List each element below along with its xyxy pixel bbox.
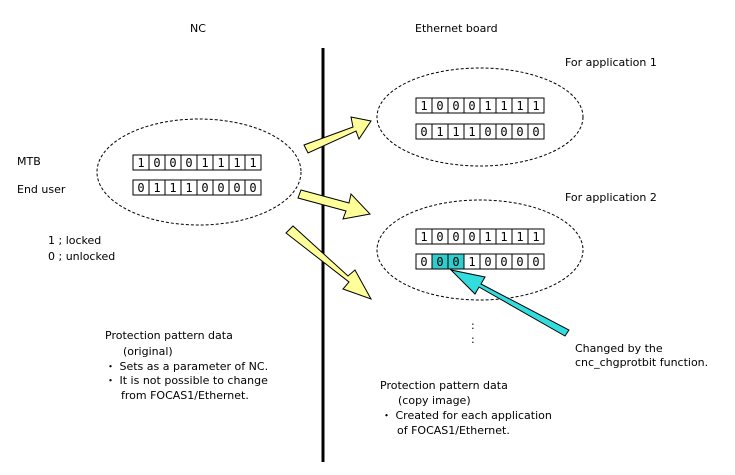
bit-value: 0 — [468, 99, 475, 113]
legend-unlocked: 0 ; unlocked — [48, 250, 115, 263]
bit-value: 1 — [468, 255, 475, 269]
nc-ellipse — [96, 118, 302, 226]
bit-value: 1 — [420, 99, 427, 113]
continuation-dots-2: : — [471, 333, 475, 346]
bit-value: 0 — [436, 255, 443, 269]
eth-note-line-1: Protection pattern data — [380, 379, 508, 392]
bit-cell — [527, 253, 545, 270]
bit-value: 1 — [532, 230, 539, 244]
bit-value: 0 — [436, 99, 443, 113]
bit-cell — [244, 154, 262, 171]
bit-value: 1 — [484, 230, 491, 244]
bit-cell — [527, 97, 545, 114]
bit-value: 0 — [420, 255, 427, 269]
nc-note-line-2: (original) — [123, 345, 173, 358]
bit-value: 0 — [185, 156, 192, 170]
bit-value: 1 — [500, 99, 507, 113]
bit-value: 0 — [169, 156, 176, 170]
bit-value: 1 — [185, 181, 192, 195]
bit-value: 1 — [137, 156, 144, 170]
bit-value: 1 — [420, 230, 427, 244]
bit-value: 0 — [420, 125, 427, 139]
end-user-label: End user — [17, 183, 66, 196]
bit-value: 0 — [153, 156, 160, 170]
bit-value: 0 — [137, 181, 144, 195]
nc-note-line-1: Protection pattern data — [105, 329, 233, 342]
bit-value: 0 — [452, 99, 459, 113]
bit-value: 1 — [452, 125, 459, 139]
eth-note-line-4: of FOCAS1/Ethernet. — [397, 424, 510, 437]
bit-value: 0 — [436, 230, 443, 244]
bit-value: 0 — [452, 255, 459, 269]
app1-label: For application 1 — [565, 56, 657, 69]
bit-value: 1 — [436, 125, 443, 139]
ethernet-board-header: Ethernet board — [415, 22, 498, 35]
nc-note-line-3: ・ Sets as a parameter of NC. — [105, 360, 268, 373]
bit-value: 0 — [516, 255, 523, 269]
app2-label: For application 2 — [565, 191, 657, 204]
eth-note-line-2: (copy image) — [398, 394, 471, 407]
bit-value: 0 — [516, 125, 523, 139]
eth-note-line-3: ・ Created for each application — [381, 409, 552, 422]
changed-by-line-2: cnc_chgprotbit function. — [575, 356, 708, 369]
bit-value: 0 — [249, 181, 256, 195]
nc-header: NC — [190, 22, 206, 35]
bit-value: 1 — [500, 230, 507, 244]
bit-value: 1 — [169, 181, 176, 195]
arrow-to-more-apps — [285, 225, 373, 300]
nc-note-line-5: from FOCAS1/Ethernet. — [121, 389, 249, 402]
bit-value: 0 — [532, 125, 539, 139]
nc-note-line-4: ・ It is not possible to change — [105, 374, 268, 387]
change-pointer-arrow — [449, 269, 570, 337]
bit-cell — [244, 179, 262, 196]
app1-ellipse — [376, 67, 584, 167]
arrow-to-app1 — [303, 116, 372, 154]
bit-value: 1 — [484, 99, 491, 113]
bit-value: 1 — [516, 230, 523, 244]
bit-value: 1 — [217, 156, 224, 170]
legend-locked: 1 ; locked — [48, 234, 101, 247]
bit-value: 1 — [153, 181, 160, 195]
bit-value: 0 — [468, 230, 475, 244]
bit-value: 0 — [484, 255, 491, 269]
bit-value: 0 — [500, 125, 507, 139]
arrow-to-app2 — [297, 189, 371, 220]
changed-by-line-1: Changed by the — [575, 342, 663, 355]
bit-value: 1 — [532, 99, 539, 113]
bit-value: 0 — [233, 181, 240, 195]
bit-value: 0 — [532, 255, 539, 269]
bit-value: 0 — [217, 181, 224, 195]
bit-value: 1 — [249, 156, 256, 170]
bit-value: 0 — [201, 181, 208, 195]
bit-value: 1 — [233, 156, 240, 170]
bit-value: 0 — [452, 230, 459, 244]
bit-value: 1 — [468, 125, 475, 139]
bit-value: 1 — [516, 99, 523, 113]
bit-cell — [527, 123, 545, 140]
bit-cell — [527, 228, 545, 245]
app2-ellipse — [376, 199, 584, 301]
bit-value: 1 — [201, 156, 208, 170]
bit-value: 0 — [500, 255, 507, 269]
continuation-dots-1: : — [471, 319, 475, 332]
bit-value: 0 — [484, 125, 491, 139]
mtb-label: MTB — [17, 155, 41, 168]
